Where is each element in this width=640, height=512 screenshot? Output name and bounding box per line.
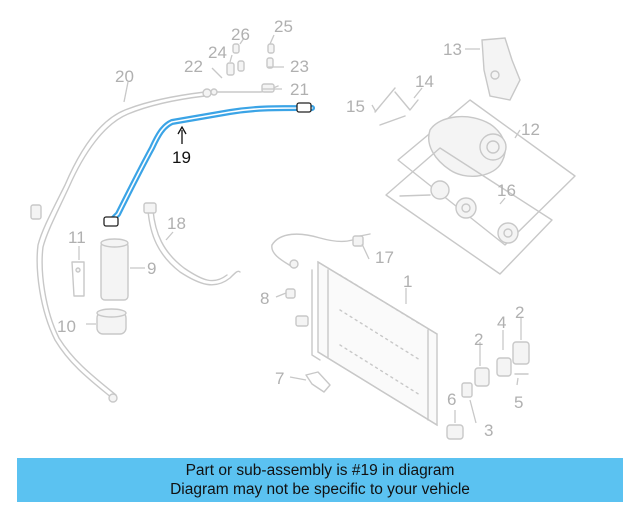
part-18-hose: [143, 202, 241, 286]
callout-label: 8: [260, 289, 269, 308]
part-19-hose: [103, 102, 315, 227]
callout-label: 25: [274, 17, 293, 36]
callout-label: 22: [184, 57, 203, 76]
callout-label: 10: [57, 317, 76, 336]
part-1-condenser: [295, 260, 438, 427]
callout-label: 26: [231, 25, 250, 44]
callout-label: 21: [290, 80, 309, 99]
callout-label: 9: [147, 259, 156, 278]
part-10-canister: [96, 308, 127, 335]
callout-label: 3: [484, 421, 493, 440]
callout-label: 16: [497, 181, 516, 200]
leader-lines: [78, 34, 522, 424]
callout-label: 14: [415, 72, 434, 91]
part-14-15-hardware: [374, 87, 419, 126]
parts-diagram: 1 2 2 2 3 4 5 6 7 8 9 10 11 12 13 14 15 …: [30, 17, 576, 440]
callout-label: 7: [275, 369, 284, 388]
callout-label: 13: [443, 40, 462, 59]
callout-label: 1: [403, 272, 412, 291]
part-17-hose: [271, 233, 371, 269]
callout-label: 6: [447, 390, 456, 409]
callout-labels: 1 2 2 2 3 4 5 6 7 8 9 10 11 12 13 14 15 …: [57, 17, 540, 440]
callout-label: 20: [115, 67, 134, 86]
part-16-clutch-kit: [385, 147, 553, 275]
callout-label: 11: [68, 228, 86, 247]
callout-label: 12: [521, 120, 540, 139]
banner-line-1: Part or sub-assembly is #19 in diagram: [185, 462, 455, 479]
part-8-bolt: [285, 288, 296, 299]
part-21-hose: [210, 83, 279, 96]
part-7-bracket: [305, 371, 331, 393]
fittings-2-6: [446, 341, 530, 440]
part-11-bracket: [71, 261, 85, 297]
callout-label: 5: [514, 393, 523, 412]
callout-label: 23: [290, 57, 309, 76]
leader-19: [177, 125, 187, 144]
callout-label: 4: [497, 313, 506, 332]
banner-line-2: Diagram may not be specific to your vehi…: [170, 481, 470, 498]
part-13-bracket: [481, 37, 521, 101]
callout-label: 15: [346, 97, 365, 116]
callout-label: 18: [167, 214, 186, 233]
part-9-drier: [100, 238, 129, 301]
callout-label: 2: [515, 303, 524, 322]
callout-label-highlighted: 19: [172, 148, 191, 167]
callout-label: 24: [208, 43, 227, 62]
callout-label: 17: [375, 248, 394, 267]
callout-label: 2: [474, 330, 483, 349]
part-info-banner: Part or sub-assembly is #19 in diagram D…: [17, 458, 623, 502]
small-hardware-22-26: [226, 43, 275, 76]
